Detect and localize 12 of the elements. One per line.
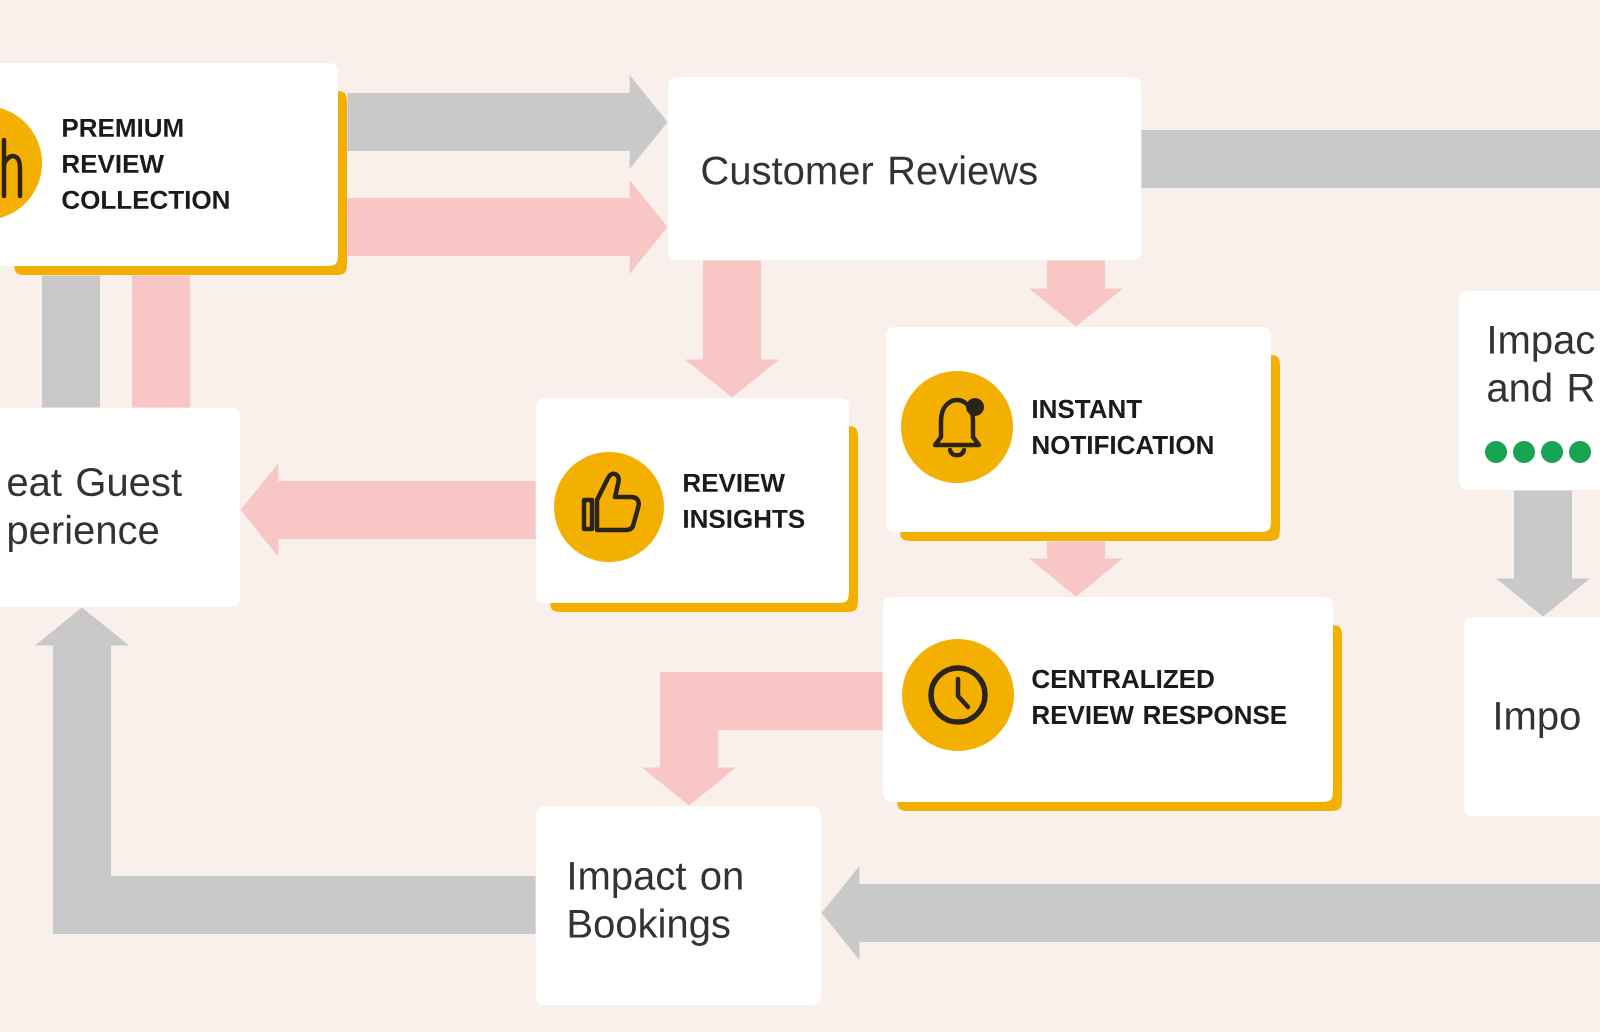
- process-box: eat Guest perience: [0, 408, 240, 607]
- feature-box: PREMIUM REVIEW COLLECTION: [0, 63, 347, 275]
- process-box: Impac and R: [1459, 291, 1600, 490]
- feature-box: REVIEW INSIGHTS: [536, 398, 858, 612]
- process-box: Customer Reviews: [668, 77, 1141, 260]
- connector: [132, 275, 190, 408]
- process-box: Impo: [1464, 617, 1600, 816]
- connector: [1141, 130, 1600, 188]
- feature-box: CENTRALIZED REVIEW RESPONSE: [883, 597, 1342, 811]
- connector: [42, 275, 100, 408]
- feature-box: INSTANT NOTIFICATION: [886, 327, 1280, 541]
- process-box: Impact on Bookings: [536, 806, 821, 1005]
